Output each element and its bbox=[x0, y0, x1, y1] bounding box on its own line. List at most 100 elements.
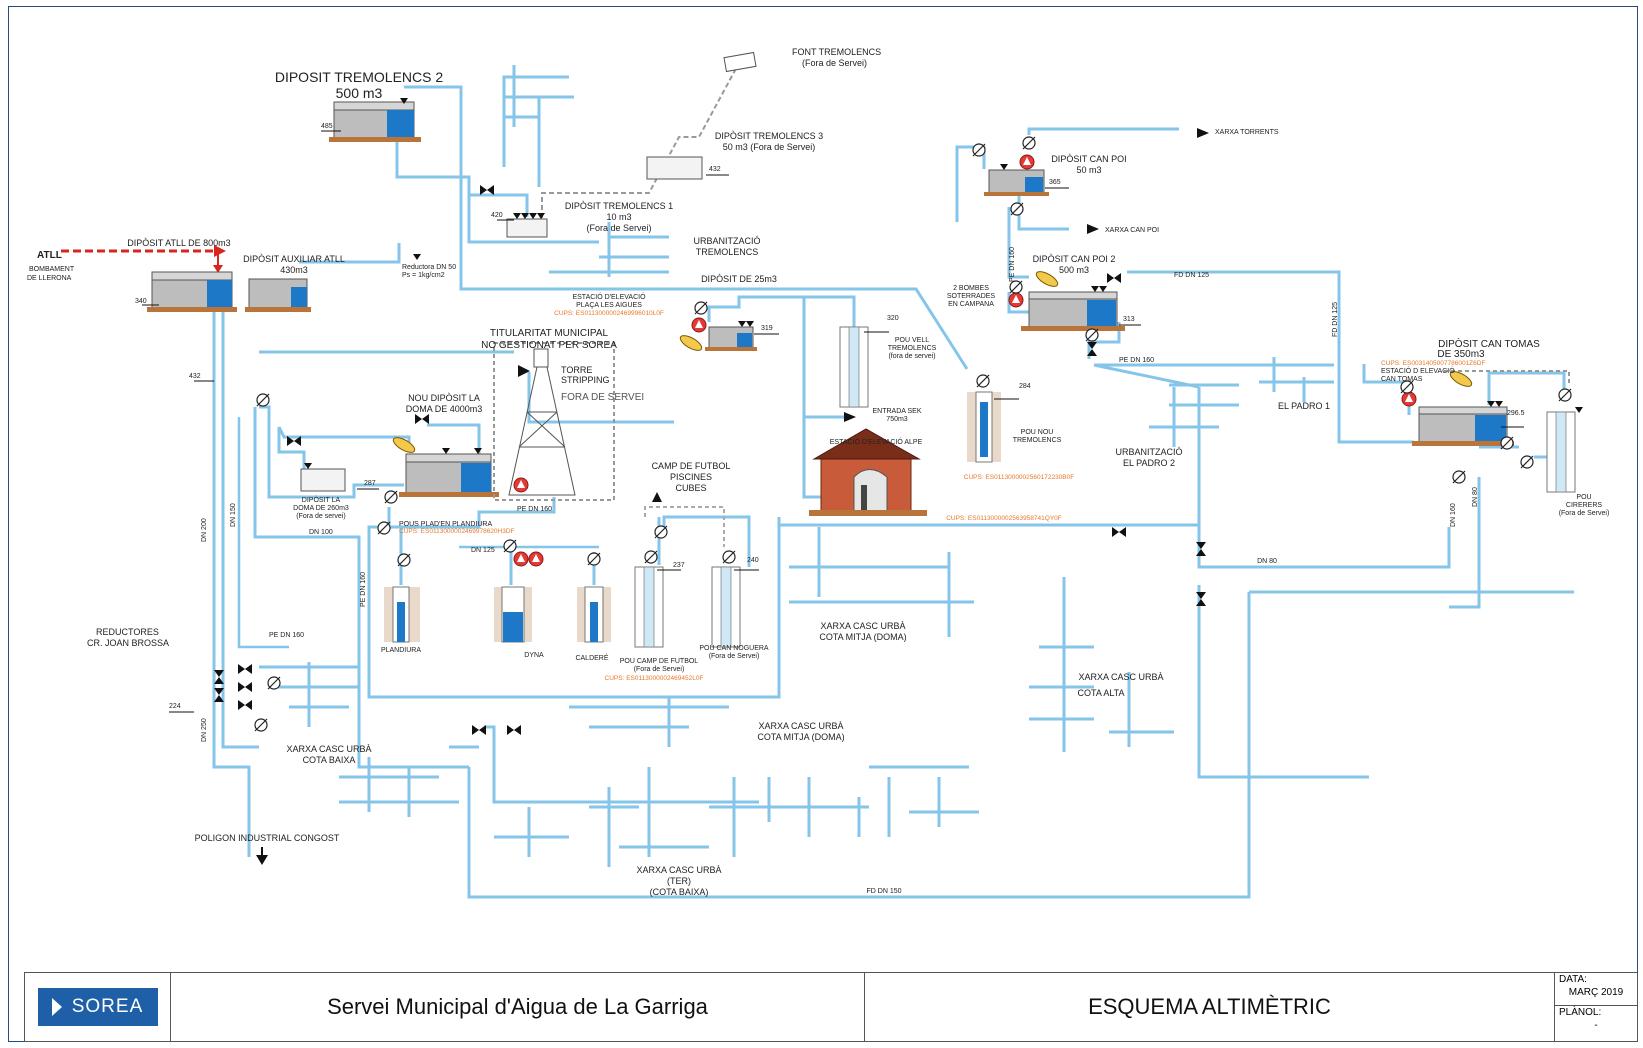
label-pou-vell-1: POU VELL bbox=[895, 337, 929, 344]
label-pou-noguera-2: (Fora de Servei) bbox=[709, 653, 760, 660]
label-reductora-2: Ps = 1kg/cm2 bbox=[402, 272, 445, 279]
label-xarxa-torrents: XARXA TORRENTS bbox=[1215, 129, 1279, 136]
diagram-frame: DIPOSIT TREMOLENCS 2 500 m3 485 FONT TRE… bbox=[8, 6, 1638, 1042]
label-diposit-doma-3: (Fora de servei) bbox=[296, 513, 345, 520]
label-diposit-tremolencs-2: DIPOSIT TREMOLENCS 2 bbox=[275, 69, 444, 85]
level-triangles bbox=[304, 98, 1583, 469]
label-dn100: DN 100 bbox=[309, 529, 333, 536]
label-camp-futbol-2: PISCINES bbox=[670, 472, 712, 482]
well-caldere bbox=[577, 586, 611, 643]
label-estacio-placa-1: ESTACIÓ D'ELEVACIÓ bbox=[572, 292, 646, 301]
well-pou-vell bbox=[839, 326, 869, 408]
well-pou-nou bbox=[967, 391, 1001, 463]
meta-panel: DATA: MARÇ 2019 PLÀNOL: - bbox=[1555, 973, 1637, 1041]
label-diposit-auxiliar-vol: 430m3 bbox=[280, 265, 308, 275]
label-level-240: 240 bbox=[747, 557, 759, 564]
label-dn125: DN 125 bbox=[471, 547, 495, 554]
label-xarxa-mitja2-2: COTA MITJA (DOMA) bbox=[819, 632, 906, 642]
label-diposit-atll-800: DIPÒSIT ATLL DE 800m3 bbox=[127, 238, 230, 248]
label-diposit-doma-1: DIPÒSIT LA bbox=[302, 495, 341, 504]
label-pe-dn160-b: PE DN 160 bbox=[269, 632, 304, 639]
label-estacio-alpe: ESTACIÓ D'ELEVACIÓ ALPE bbox=[830, 437, 923, 446]
label-urb-padro2-2: EL PADRO 2 bbox=[1123, 458, 1175, 468]
label-diposit-25: DIPÒSIT DE 25m3 bbox=[701, 274, 777, 284]
tank-can-poi-2 bbox=[1021, 291, 1125, 331]
well-plandiura bbox=[384, 586, 420, 643]
label-level-320: 320 bbox=[887, 315, 899, 322]
label-pou-vell-2: TREMOLENCS bbox=[888, 345, 937, 352]
label-pou-noguera-1: POU CAN NOGUERA bbox=[699, 645, 769, 652]
tank-can-tomas bbox=[1412, 406, 1514, 446]
label-pou-nou-2: TREMOLENCS bbox=[1013, 437, 1062, 444]
label-fd-dn125-v: FD DN 125 bbox=[1332, 302, 1339, 337]
label-diposit-tremolencs-3: DIPÒSIT TREMOLENCS 3 bbox=[715, 131, 823, 141]
label-cups-camp: CUPS: ES0113000002469452L0F bbox=[605, 675, 704, 682]
label-font-tremolencs-state: (Fora de Servei) bbox=[802, 58, 867, 68]
label-diposit-tremolencs-1-vol: 10 m3 bbox=[606, 212, 631, 222]
pipe-network bbox=[212, 65, 1574, 899]
label-urbanitzacio-tremolencs-1: URBANITZACIÓ bbox=[693, 236, 760, 246]
label-fd-dn125-h: FD DN 125 bbox=[1174, 272, 1209, 279]
label-diposit-auxiliar-atll: DIPÒSIT AUXILIAR ATLL bbox=[243, 254, 345, 264]
label-xarxa-baixa-1: XARXA CASC URBÀ bbox=[286, 744, 371, 754]
plan-value: - bbox=[1594, 1020, 1598, 1031]
label-nou-diposit-1: NOU DIPÒSIT LA bbox=[408, 393, 480, 403]
label-entrada-sek-1: ENTRADA SEK bbox=[872, 408, 921, 415]
label-pou-vell-3: (fora de servei) bbox=[888, 353, 935, 360]
label-dn250: DN 250 bbox=[201, 718, 208, 742]
label-dyna: DYNA bbox=[524, 652, 544, 659]
label-reductores-2: CR. JOAN BROSSA bbox=[87, 638, 169, 648]
label-xarxa-alta-1: XARXA CASC URBÀ bbox=[1078, 672, 1163, 682]
level-lines bbox=[142, 130, 1524, 713]
label-padro1: EL PADRO 1 bbox=[1278, 401, 1330, 411]
tank-25m3 bbox=[705, 326, 757, 351]
label-cups-plandiura: CUPS: ES0113000002469978620H3DF bbox=[399, 528, 515, 535]
label-cups-pou-nou: CUPS: ES0113000002560172230B0F bbox=[964, 474, 1074, 481]
label-pou-cirerers-2: CIRERERS bbox=[1566, 502, 1603, 509]
label-diposit-can-poi: DIPÒSIT CAN POI bbox=[1051, 154, 1126, 164]
label-pou-camp-1: POU CAMP DE FUTBOL bbox=[620, 658, 699, 665]
label-pous-plandiura: POUS PLAD'EN PLANDIURA bbox=[399, 521, 492, 528]
label-diposit-can-poi2: DIPÒSIT CAN POI 2 bbox=[1033, 254, 1116, 264]
label-diposit-can-tomas-2: DE 350m3 bbox=[1437, 349, 1485, 360]
label-estacio-tomas-2: CAN TOMAS bbox=[1381, 376, 1423, 383]
date-label: DATA: bbox=[1559, 974, 1587, 985]
well-camp-futbol bbox=[634, 566, 664, 648]
scheme-title: ESQUEMA ALTIMÈTRIC bbox=[865, 973, 1555, 1041]
label-dn160-v: DN 160 bbox=[1450, 503, 1457, 527]
torre-stripping bbox=[493, 342, 615, 501]
label-bombes-3: EN CAMPANA bbox=[948, 301, 994, 308]
label-titularitat-2: NO GESTIONAT PER SOREA bbox=[481, 340, 617, 351]
label-diposit-tremolencs-1-state: (Fora de Servei) bbox=[586, 223, 651, 233]
tank-tremolencs-1 bbox=[506, 218, 548, 238]
label-dn150: DN 150 bbox=[230, 503, 237, 527]
tank-auxiliar-atll bbox=[245, 278, 311, 312]
label-camp-futbol-3: CUBES bbox=[675, 483, 706, 493]
label-pe-dn160-a: PE DN 160 bbox=[517, 506, 552, 513]
label-caldere: CALDERÉ bbox=[575, 653, 608, 662]
label-dn80-v: DN 80 bbox=[1472, 487, 1479, 507]
label-xarxa-mitja1-2: COTA MITJA (DOMA) bbox=[757, 732, 844, 742]
label-fd-dn150: FD DN 150 bbox=[866, 888, 901, 895]
label-level-365: 365 bbox=[1049, 179, 1061, 186]
title-block: SOREA Servei Municipal d'Aigua de La Gar… bbox=[24, 972, 1638, 1042]
label-dn200: DN 200 bbox=[201, 518, 208, 542]
sorea-logo: SOREA bbox=[25, 973, 171, 1041]
label-diposit-can-poi2-vol: 500 m3 bbox=[1059, 265, 1089, 275]
label-cups-alpe: CUPS: ES0113000002563958741QY0F bbox=[946, 515, 1062, 522]
label-reductora-1: Reductora DN 50 bbox=[402, 264, 456, 271]
label-pe-dn160-v2: PE DN 160 bbox=[1009, 247, 1016, 282]
label-bombament-1: BOMBAMENT bbox=[29, 266, 75, 273]
label-bombament-2: DE LLERONA bbox=[27, 275, 72, 282]
label-xarxa-ter-1: XARXA CASC URBÀ bbox=[636, 865, 721, 875]
flow-arrows bbox=[256, 128, 1209, 865]
label-plandiura: PLANDIURA bbox=[381, 647, 421, 654]
plan-label: PLÀNOL: bbox=[1559, 1007, 1602, 1018]
tank-atll-800 bbox=[147, 271, 237, 312]
tank-doma-260 bbox=[300, 468, 346, 492]
label-xarxa-mitja2-1: XARXA CASC URBÀ bbox=[820, 621, 905, 631]
label-torre-2: STRIPPING bbox=[561, 375, 610, 385]
label-urb-padro2-1: URBANITZACIÓ bbox=[1115, 447, 1182, 457]
label-pou-nou-1: POU NOU bbox=[1021, 429, 1054, 436]
logo-text: SOREA bbox=[71, 996, 144, 1017]
